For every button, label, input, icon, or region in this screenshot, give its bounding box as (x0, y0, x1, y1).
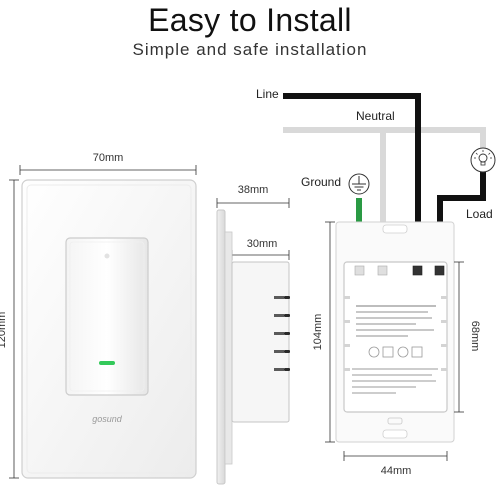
led-indicator (99, 361, 115, 365)
back-view: 104mm 68mm 44mm (312, 221, 481, 477)
line-wire[interactable] (283, 93, 421, 270)
wiring: Line Neutral Ground Load (256, 87, 496, 270)
back-body-height-label: 68mm (469, 321, 481, 352)
side-switch-body (231, 261, 290, 423)
rocker-switch[interactable] (65, 237, 149, 396)
back-width-label: 44mm (381, 465, 412, 477)
page-subtitle: Simple and safe installation (132, 40, 368, 59)
line-label: Line (256, 87, 279, 101)
sensor-dot (104, 253, 110, 259)
front-width-label: 70mm (93, 152, 124, 164)
spec-label (356, 305, 436, 337)
ground-label: Ground (301, 175, 341, 189)
load-label: Load (466, 207, 493, 221)
side-depth-dimension: 38mm (216, 184, 290, 208)
certification-marks (368, 346, 423, 358)
terminal-posts (354, 265, 445, 276)
front-width-dimension: 70mm (19, 152, 197, 175)
brand-logo: gosund (92, 414, 123, 424)
ground-icon (348, 173, 370, 195)
fine-print (352, 368, 438, 394)
front-height-dimension: 120mm (0, 179, 19, 479)
side-body-label: 30mm (247, 238, 278, 250)
back-height-dimension: 104mm (312, 221, 335, 443)
neutral-label: Neutral (356, 109, 395, 123)
side-plate-edge (216, 209, 226, 485)
side-depth-label: 38mm (238, 184, 269, 196)
back-width-dimension: 44mm (343, 451, 448, 477)
side-body-dimension: 30mm (231, 238, 290, 260)
light-bulb-icon (470, 147, 496, 173)
side-view: 38mm 30mm (216, 184, 290, 485)
front-height-label: 120mm (0, 312, 8, 349)
back-body-height-dimension: 68mm (454, 261, 481, 413)
page-title: Easy to Install (148, 2, 352, 38)
back-height-label: 104mm (312, 314, 324, 351)
neutral-wire (283, 127, 486, 148)
front-view: 70mm 120mm gosund (0, 152, 197, 479)
side-terminals (274, 296, 290, 371)
